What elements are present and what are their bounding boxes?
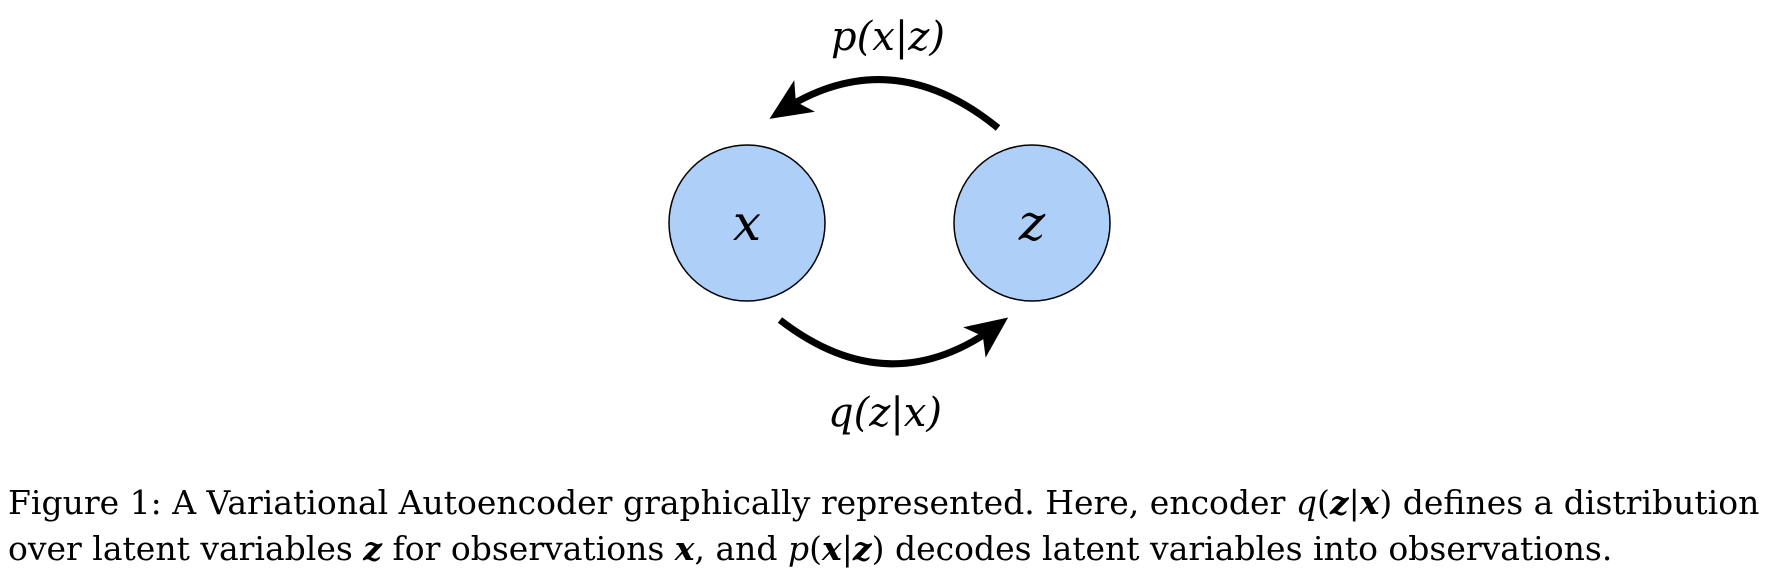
caption-paren-close: ) [1379, 483, 1393, 522]
caption-math-z-latent: z [363, 529, 383, 568]
figure-caption: Figure 1: A Variational Autoencoder grap… [8, 480, 1778, 572]
caption-line-2-mid2: , and [694, 529, 789, 568]
vae-diagram: p(x|z) q(z|x) x z [668, 14, 1111, 436]
node-z: z [953, 144, 1111, 302]
decoder-label: p(x|z) [831, 14, 945, 60]
decoder-arrow [769, 76, 1001, 131]
caption-paren-open: ( [1316, 483, 1330, 522]
encoder-label: q(z|x) [828, 390, 942, 436]
caption-math-p: p [788, 529, 810, 568]
caption-line-2: over latent variables z for observations… [8, 526, 1778, 572]
caption-bar: | [1348, 483, 1360, 522]
caption-bar-2: | [841, 529, 853, 568]
caption-line-1-suffix: defines a distribution [1392, 483, 1760, 522]
encoder-arrow [777, 317, 1009, 368]
caption-math-z-2: z [852, 529, 872, 568]
caption-line-1-prefix: Figure 1: A Variational Autoencoder grap… [8, 483, 1296, 522]
caption-math-z: z [1329, 483, 1349, 522]
caption-paren-open-2: ( [809, 529, 823, 568]
node-x-label: x [733, 194, 761, 252]
caption-line-2-mid1: for observations [382, 529, 675, 568]
node-x-circle [668, 144, 826, 302]
caption-math-q: q [1295, 483, 1317, 522]
node-z-label: z [1018, 194, 1046, 252]
node-z-circle [953, 144, 1111, 302]
caption-line-2-suffix: decodes latent variables into observatio… [884, 529, 1613, 568]
caption-paren-close-2: ) [871, 529, 885, 568]
caption-math-x: x [1359, 483, 1380, 522]
caption-math-x-obs: x [674, 529, 695, 568]
node-x: x [668, 144, 826, 302]
caption-line-2-prefix: over latent variables [8, 529, 364, 568]
caption-math-x-2: x [822, 529, 842, 568]
caption-line-1: Figure 1: A Variational Autoencoder grap… [8, 480, 1778, 526]
